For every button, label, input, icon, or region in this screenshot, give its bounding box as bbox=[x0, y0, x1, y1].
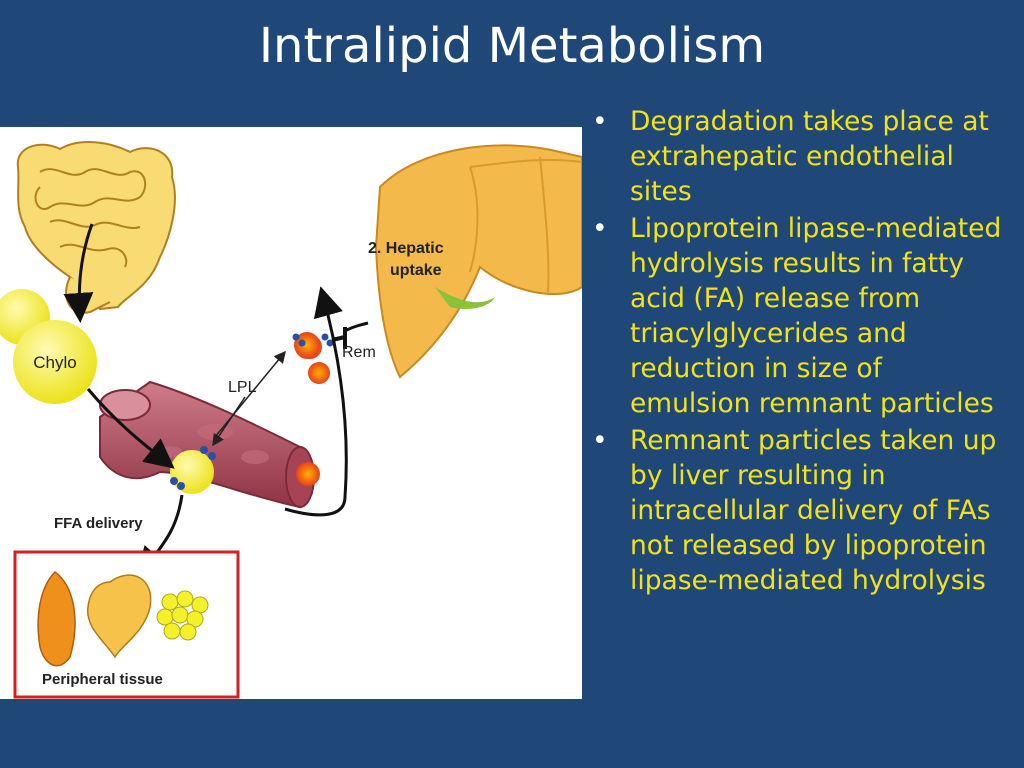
metabolism-figure: Chylo bbox=[0, 127, 582, 699]
hepatic-label-line2: uptake bbox=[390, 262, 442, 279]
arrow-chylo-to-vessel bbox=[86, 388, 175, 469]
rem-label: Rem bbox=[342, 344, 376, 361]
bullet-text: Lipoprotein lipase-mediated hydrolysis r… bbox=[630, 213, 1002, 419]
bullet-marker: • bbox=[592, 213, 608, 244]
bullet-item: • Lipoprotein lipase-mediated hydrolysis… bbox=[590, 211, 1010, 421]
liver-illustration bbox=[374, 144, 582, 379]
bullet-marker: • bbox=[592, 425, 608, 456]
chylo-label: Chylo bbox=[33, 353, 76, 372]
peripheral-tissue-box: Peripheral tissue bbox=[13, 550, 240, 699]
chylomicron-large bbox=[13, 320, 97, 404]
lpl-label: LPL bbox=[228, 379, 257, 396]
hepatic-label-line1: 2. Hepatic bbox=[368, 240, 444, 257]
bullet-text: Remnant particles taken up by liver resu… bbox=[630, 425, 997, 596]
bullet-text: Degradation takes place at extrahepatic … bbox=[630, 106, 989, 207]
ffa-delivery-label: FFA delivery bbox=[54, 515, 143, 532]
lpl-pointer-down bbox=[212, 396, 246, 447]
peripheral-tissue-label: Peripheral tissue bbox=[42, 671, 163, 688]
muscle-icon bbox=[37, 571, 76, 667]
heart-icon bbox=[87, 574, 152, 659]
slide-title: Intralipid Metabolism bbox=[258, 18, 766, 74]
intestine-illustration bbox=[16, 141, 176, 314]
metabolism-diagram: Chylo bbox=[0, 141, 582, 699]
adipose-icon bbox=[156, 590, 209, 641]
bullet-item: • Degradation takes place at extrahepati… bbox=[590, 104, 1010, 209]
arrow-intestine-to-chylo bbox=[63, 223, 94, 323]
remnant-particles-group bbox=[296, 462, 320, 486]
bullet-marker: • bbox=[592, 106, 608, 137]
arrow-remnant-to-liver bbox=[284, 286, 348, 517]
lpl-pointer-up bbox=[214, 350, 286, 438]
blood-vessel-illustration bbox=[99, 380, 315, 509]
bullet-item: • Remnant particles taken up by liver re… bbox=[590, 423, 1010, 598]
chylomicron-in-vessel bbox=[170, 450, 214, 494]
bullet-list: • Degradation takes place at extrahepati… bbox=[590, 104, 1010, 600]
